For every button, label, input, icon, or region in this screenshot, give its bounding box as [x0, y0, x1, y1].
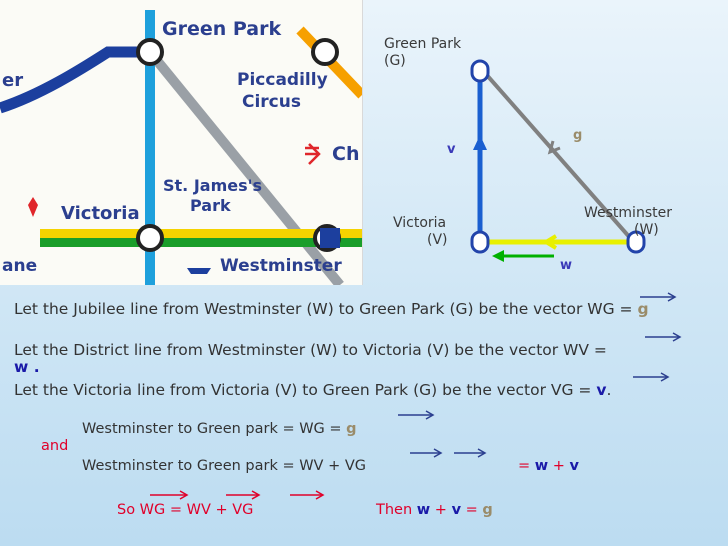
- node-westminster: [626, 230, 646, 254]
- vg-vector-arrow-icon: [633, 372, 670, 382]
- then-plus: +: [430, 502, 452, 518]
- v-arrowhead-icon: [473, 135, 487, 150]
- rail-icon-victoria: [28, 197, 38, 217]
- map-label-circus: Circus: [242, 92, 301, 112]
- so-arrow-3-icon: [290, 490, 325, 500]
- map-label-piccadilly: Piccadilly: [237, 70, 328, 90]
- w-label: w: [560, 258, 573, 273]
- vector-diagram: Green Park (G) Victoria (V) Westminster …: [362, 0, 728, 290]
- map-label-victoria: Victoria: [61, 203, 140, 224]
- statement-district-text: Let the District line from Westminster (…: [14, 341, 607, 359]
- then-text: Then: [376, 502, 417, 518]
- row-wg-text: Westminster to Green park = WG =: [82, 421, 347, 437]
- label-green-park-letter: (G): [384, 53, 406, 69]
- v-label: v: [447, 142, 456, 157]
- map-label-charing: Ch: [332, 143, 360, 165]
- statement-jubilee-var: g: [637, 300, 649, 318]
- so-arrow-1-icon: [150, 490, 189, 500]
- so-arrow-2-icon: [226, 490, 261, 500]
- then-g: g: [482, 502, 493, 518]
- then-eq: =: [461, 502, 483, 518]
- green-park-station-icon: [136, 38, 164, 66]
- label-victoria: Victoria (V): [393, 215, 448, 249]
- statement-jubilee-text: Let the Jubilee line from Westminster (W…: [14, 300, 638, 318]
- map-label-st-james: St. James's: [163, 176, 263, 195]
- label-westminster-letter: (W): [634, 222, 659, 238]
- row1-vector-arrow-icon: [398, 410, 435, 420]
- then-statement: Then w + v = g: [376, 502, 493, 518]
- label-green-park-name: Green Park: [384, 36, 462, 52]
- map-label-green-park: Green Park: [162, 18, 282, 40]
- tube-map: Green Park Piccadilly Circus Ch St. Jame…: [0, 0, 363, 285]
- rail-icon: [305, 143, 321, 165]
- statement-victoria-var: v: [596, 381, 607, 399]
- map-label-left-bottom: ane: [2, 256, 38, 276]
- and-label: and: [41, 438, 69, 454]
- map-label-park: Park: [190, 196, 231, 215]
- label-green-park: Green Park (G): [384, 36, 461, 70]
- label-victoria-letter: (V): [427, 232, 448, 248]
- label-westminster-name: Westminster: [584, 205, 672, 221]
- pier-icon: [187, 268, 211, 274]
- wg-vector-arrow-icon: [640, 292, 677, 302]
- row2-vector-arrow-1-icon: [410, 448, 443, 458]
- tube-map-graphic: [0, 10, 362, 285]
- victoria-station-icon: [136, 224, 164, 252]
- statement-victoria: Let the Victoria line from Victoria (V) …: [14, 381, 611, 399]
- statement-district: Let the District line from Westminster (…: [14, 341, 607, 359]
- row-wg-var: g: [346, 421, 357, 437]
- then-v: v: [451, 502, 462, 518]
- row2-eq: =: [518, 458, 535, 474]
- statement-jubilee: Let the Jubilee line from Westminster (W…: [14, 300, 649, 318]
- row2-plus: +: [548, 458, 570, 474]
- so-statement: So WG = WV + VG: [117, 502, 254, 518]
- row2-w: w: [534, 458, 549, 474]
- map-label-westminster: Westminster: [220, 256, 342, 276]
- statement-victoria-text: Let the Victoria line from Victoria (V) …: [14, 381, 597, 399]
- row2-vector-arrow-2-icon: [454, 448, 487, 458]
- then-w: w: [416, 502, 431, 518]
- node-victoria: [470, 230, 490, 254]
- wv-vector-arrow-icon: [645, 332, 682, 342]
- w-arrowhead-icon: [542, 234, 558, 250]
- row-wg: Westminster to Green park = WG = g: [82, 421, 357, 437]
- g-label: g: [573, 128, 583, 143]
- row-wv-vg: Westminster to Green park = WV + VG: [82, 458, 367, 474]
- statement-district-var: w .: [14, 358, 40, 376]
- node-green-park: [470, 59, 490, 83]
- row2-v: v: [569, 458, 579, 474]
- row2-result: = w + v: [518, 458, 579, 474]
- vector-diagram-graphic: [470, 59, 646, 262]
- label-westminster: Westminster (W): [584, 205, 672, 239]
- accessibility-icon: [320, 228, 340, 248]
- label-victoria-name: Victoria: [393, 215, 447, 231]
- statement-victoria-suffix: .: [606, 381, 612, 399]
- map-label-left-top: er: [2, 70, 24, 91]
- g-vector-line: [483, 71, 634, 242]
